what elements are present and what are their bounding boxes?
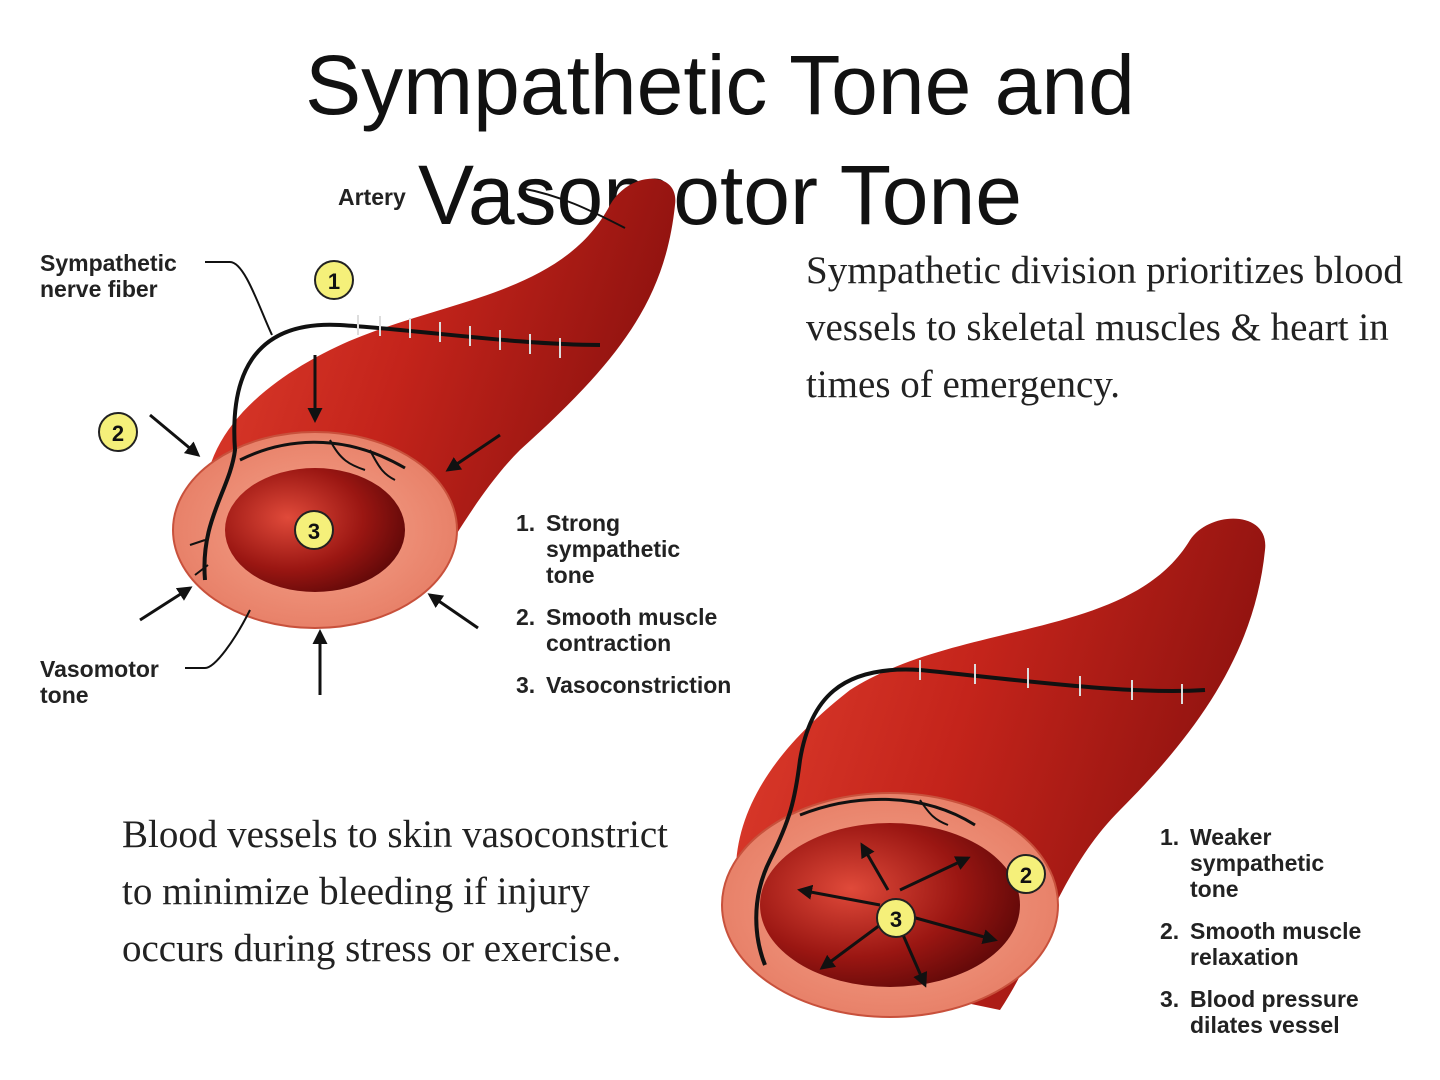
step-item: 1. Strong sympathetic tone <box>516 510 786 588</box>
top-badge-3: 3 <box>294 510 334 550</box>
step-item: 2. Smooth muscle relaxation <box>1160 918 1420 970</box>
step-num: 2. <box>1160 918 1180 944</box>
step-num: 1. <box>516 510 536 536</box>
slide-title-line-1: Sympathetic Tone and <box>305 38 1135 132</box>
step-text: Weaker sympathetic tone <box>1190 824 1325 902</box>
skin-vasoconstriction-text: Blood vessels to skin vasoconstrict to m… <box>122 813 668 970</box>
step-item: 3. Blood pressure dilates vessel <box>1160 986 1420 1038</box>
bottom-steps-list: 1. Weaker sympathetic tone 2. Smooth muscl… <box>1160 824 1420 1054</box>
slide-title-line-2: Vasomotor Tone <box>418 148 1022 242</box>
artery-label: Artery <box>338 184 406 210</box>
step-text: Smooth muscle contraction <box>546 604 718 656</box>
top-badge-2: 2 <box>98 412 138 452</box>
emergency-priority-text: Sympathetic division prioritizes blood v… <box>806 249 1403 406</box>
step-num: 3. <box>1160 986 1180 1012</box>
top-badge-1: 1 <box>314 260 354 300</box>
nerve-fiber-label: Sympathetic nerve fiber <box>40 250 177 302</box>
top-steps-list: 1. Strong sympathetic tone 2. Smooth muscl… <box>516 510 786 714</box>
bottom-badge-2: 2 <box>1006 854 1046 894</box>
step-num: 2. <box>516 604 536 630</box>
vasomotor-tone-label: Vasomotor tone <box>40 656 159 708</box>
step-item: 1. Weaker sympathetic tone <box>1160 824 1420 902</box>
step-num: 3. <box>516 672 536 698</box>
step-text: Vasoconstriction <box>546 672 732 698</box>
step-item: 3. Vasoconstriction <box>516 672 786 698</box>
step-text: Strong sympathetic tone <box>546 510 681 588</box>
step-text: Blood pressure dilates vessel <box>1190 986 1359 1038</box>
step-num: 1. <box>1160 824 1180 850</box>
bottom-badge-3: 3 <box>876 898 916 938</box>
step-text: Smooth muscle relaxation <box>1190 918 1362 970</box>
step-item: 2. Smooth muscle contraction <box>516 604 786 656</box>
